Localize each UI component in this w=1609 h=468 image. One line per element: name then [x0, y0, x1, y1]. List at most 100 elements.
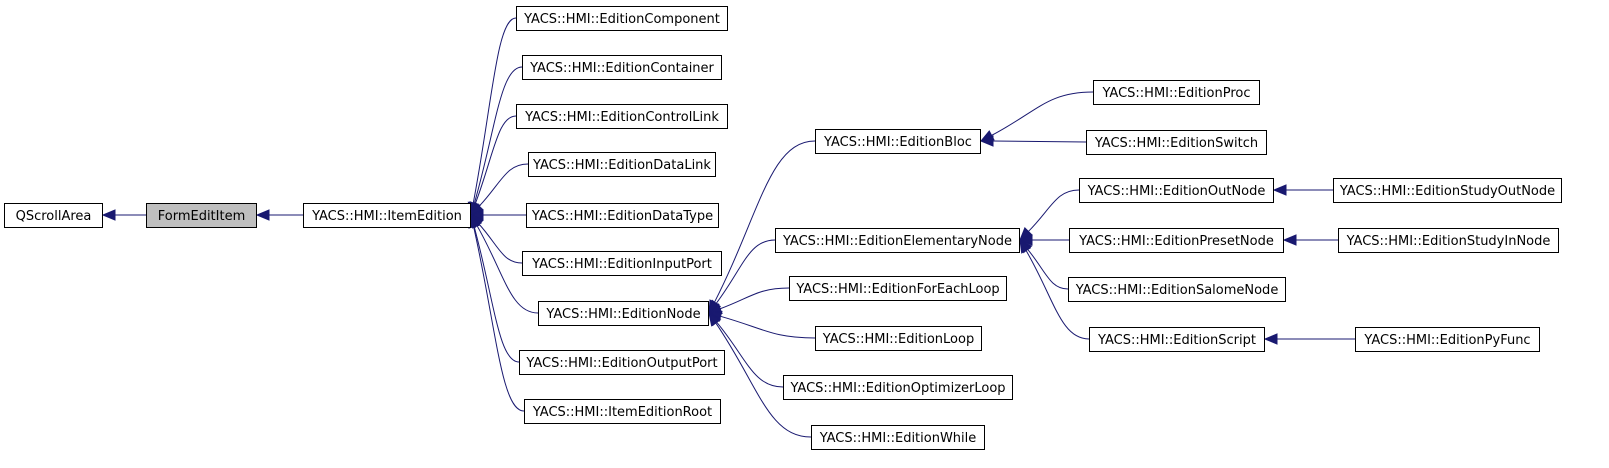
arrowhead-icon: [255, 209, 270, 221]
class-box: [516, 6, 728, 31]
class-box: [528, 152, 716, 177]
inheritance-edge-root-to-itemedition: [468, 213, 525, 412]
class-label: YACS::HMI::EditionSalomeNode: [1075, 283, 1279, 298]
class-node-yacs-hmi-editiondatalink[interactable]: YACS::HMI::EditionDataLink: [528, 152, 716, 177]
edge-line: [478, 223, 523, 264]
class-label: YACS::HMI::EditionScript: [1097, 333, 1256, 348]
arrowhead-icon: [979, 135, 994, 147]
class-label: YACS::HMI::EditionPyFunc: [1363, 333, 1530, 348]
class-label: YACS::HMI::EditionSwitch: [1094, 136, 1258, 151]
class-node-yacs-hmi-editionpyfunc[interactable]: YACS::HMI::EditionPyFunc: [1355, 327, 1540, 352]
class-node-yacs-hmi-editionwhile[interactable]: YACS::HMI::EditionWhile: [811, 425, 985, 450]
inheritance-edge-switch-to-bloc: [979, 135, 1087, 147]
class-box: [519, 350, 725, 375]
class-box: [526, 203, 719, 228]
class-label: YACS::HMI::EditionProc: [1101, 86, 1250, 101]
class-node-formedititem: FormEditItem: [146, 203, 257, 228]
edge-line: [1028, 189, 1080, 232]
inheritance-edge-while-to-node: [708, 311, 812, 438]
arrowhead-icon: [101, 209, 116, 221]
class-node-yacs-hmi-itemeditionroot[interactable]: YACS::HMI::ItemEditionRoot: [524, 399, 721, 424]
class-label: YACS::HMI::EditionControlLink: [524, 110, 719, 125]
class-node-yacs-hmi-editionswitch[interactable]: YACS::HMI::EditionSwitch: [1086, 130, 1267, 155]
class-label: YACS::HMI::EditionOutputPort: [525, 356, 717, 371]
inheritance-edge-datalink-to-itemedition: [470, 163, 529, 216]
class-node-yacs-hmi-editionstudyinnode[interactable]: YACS::HMI::EditionStudyInNode: [1338, 228, 1559, 253]
class-node-yacs-hmi-editioncontrollink[interactable]: YACS::HMI::EditionControlLink: [516, 104, 728, 129]
class-node-yacs-hmi-editionloop[interactable]: YACS::HMI::EditionLoop: [815, 326, 982, 351]
class-label: YACS::HMI::EditionLoop: [822, 332, 974, 347]
class-box: [783, 375, 1013, 400]
class-box: [815, 129, 981, 154]
class-node-yacs-hmi-editionforeachloop[interactable]: YACS::HMI::EditionForEachLoop: [789, 276, 1007, 301]
class-box: [811, 425, 985, 450]
class-node-yacs-hmi-editionnode[interactable]: YACS::HMI::EditionNode: [538, 301, 709, 326]
inheritance-edge-presetnode-to-elementary: [1018, 234, 1069, 246]
class-node-yacs-hmi-editionproc[interactable]: YACS::HMI::EditionProc: [1093, 80, 1260, 105]
inheritance-edge-proc-to-bloc: [979, 91, 1094, 142]
class-node-yacs-hmi-editionscript[interactable]: YACS::HMI::EditionScript: [1089, 327, 1265, 352]
class-node-yacs-hmi-editioninputport[interactable]: YACS::HMI::EditionInputPort: [522, 251, 722, 276]
class-box: [538, 301, 709, 326]
inheritance-edge-studyout-to-outnode: [1272, 184, 1333, 196]
class-node-yacs-hmi-editioncontainer[interactable]: YACS::HMI::EditionContainer: [522, 55, 722, 80]
class-box: [775, 228, 1020, 253]
class-label: YACS::HMI::ItemEditionRoot: [532, 405, 712, 420]
edge-line: [478, 163, 529, 207]
class-node-yacs-hmi-editionbloc[interactable]: YACS::HMI::EditionBloc: [815, 129, 981, 154]
class-box: [524, 399, 721, 424]
inheritance-edge-script-to-elementary: [1019, 238, 1090, 340]
class-label: FormEditItem: [158, 209, 246, 224]
class-label: YACS::HMI::EditionDataType: [531, 209, 713, 224]
edge-line: [474, 115, 517, 204]
inheritance-edge-formedit-to-qscroll: [101, 209, 146, 221]
class-node-yacs-hmi-editionoutputport[interactable]: YACS::HMI::EditionOutputPort: [519, 350, 725, 375]
class-label: YACS::HMI::EditionNode: [545, 307, 700, 322]
class-box: [815, 326, 982, 351]
class-node-yacs-hmi-editionelementarynode[interactable]: YACS::HMI::EditionElementaryNode: [775, 228, 1020, 253]
class-node-qscrollarea[interactable]: QScrollArea: [4, 203, 103, 228]
class-label: YACS::HMI::EditionOutNode: [1087, 184, 1266, 199]
class-node-yacs-hmi-editionsalomenode[interactable]: YACS::HMI::EditionSalomeNode: [1068, 277, 1286, 302]
class-box: [1333, 178, 1562, 203]
edge-line: [1027, 248, 1069, 290]
edge-line: [473, 66, 523, 204]
arrowhead-icon: [1018, 234, 1033, 246]
edge-line: [473, 226, 525, 412]
class-node-yacs-hmi-editiondatatype[interactable]: YACS::HMI::EditionDataType: [526, 203, 719, 228]
class-node-yacs-hmi-editionstudyoutnode[interactable]: YACS::HMI::EditionStudyOutNode: [1333, 178, 1562, 203]
edge-line: [715, 239, 776, 304]
class-label: YACS::HMI::EditionElementaryNode: [782, 234, 1012, 249]
inheritance-edge-studyin-to-presetnode: [1282, 234, 1338, 246]
class-node-yacs-hmi-editionoptimizerloop[interactable]: YACS::HMI::EditionOptimizerLoop: [783, 375, 1013, 400]
class-box: [522, 55, 722, 80]
class-label: YACS::HMI::EditionForEachLoop: [795, 282, 999, 297]
class-box: [522, 251, 722, 276]
edge-line: [715, 322, 812, 438]
class-node-yacs-hmi-itemedition[interactable]: YACS::HMI::ItemEdition: [303, 203, 471, 228]
class-label: YACS::HMI::EditionOptimizerLoop: [789, 381, 1005, 396]
class-node-yacs-hmi-editionpresetnode[interactable]: YACS::HMI::EditionPresetNode: [1069, 228, 1284, 253]
class-node-yacs-hmi-editioncomponent[interactable]: YACS::HMI::EditionComponent: [516, 6, 728, 31]
class-box: [1089, 327, 1265, 352]
inheritance-edge-outputport-to-itemedition: [468, 213, 520, 363]
class-node-yacs-hmi-editionoutnode[interactable]: YACS::HMI::EditionOutNode: [1079, 178, 1274, 203]
inheritance-edge-component-to-itemedition: [467, 17, 517, 217]
class-label: QScrollArea: [16, 209, 92, 224]
edge-line: [992, 140, 1087, 143]
class-box: [1093, 80, 1260, 105]
inheritance-edge-elementary-to-node: [708, 239, 776, 315]
class-label: YACS::HMI::EditionComponent: [523, 12, 720, 27]
edge-line: [991, 91, 1094, 136]
inheritance-edge-itemedition-to-formedit: [255, 209, 303, 221]
inheritance-edge-foreach-to-node: [707, 287, 790, 314]
class-box: [1355, 327, 1540, 352]
class-label: YACS::HMI::EditionBloc: [823, 135, 972, 150]
edge-line: [720, 287, 790, 310]
inheritance-edge-loop-to-node: [707, 310, 816, 339]
class-box: [4, 203, 103, 228]
class-label: YACS::HMI::EditionInputPort: [531, 257, 712, 272]
class-box: [146, 203, 257, 228]
